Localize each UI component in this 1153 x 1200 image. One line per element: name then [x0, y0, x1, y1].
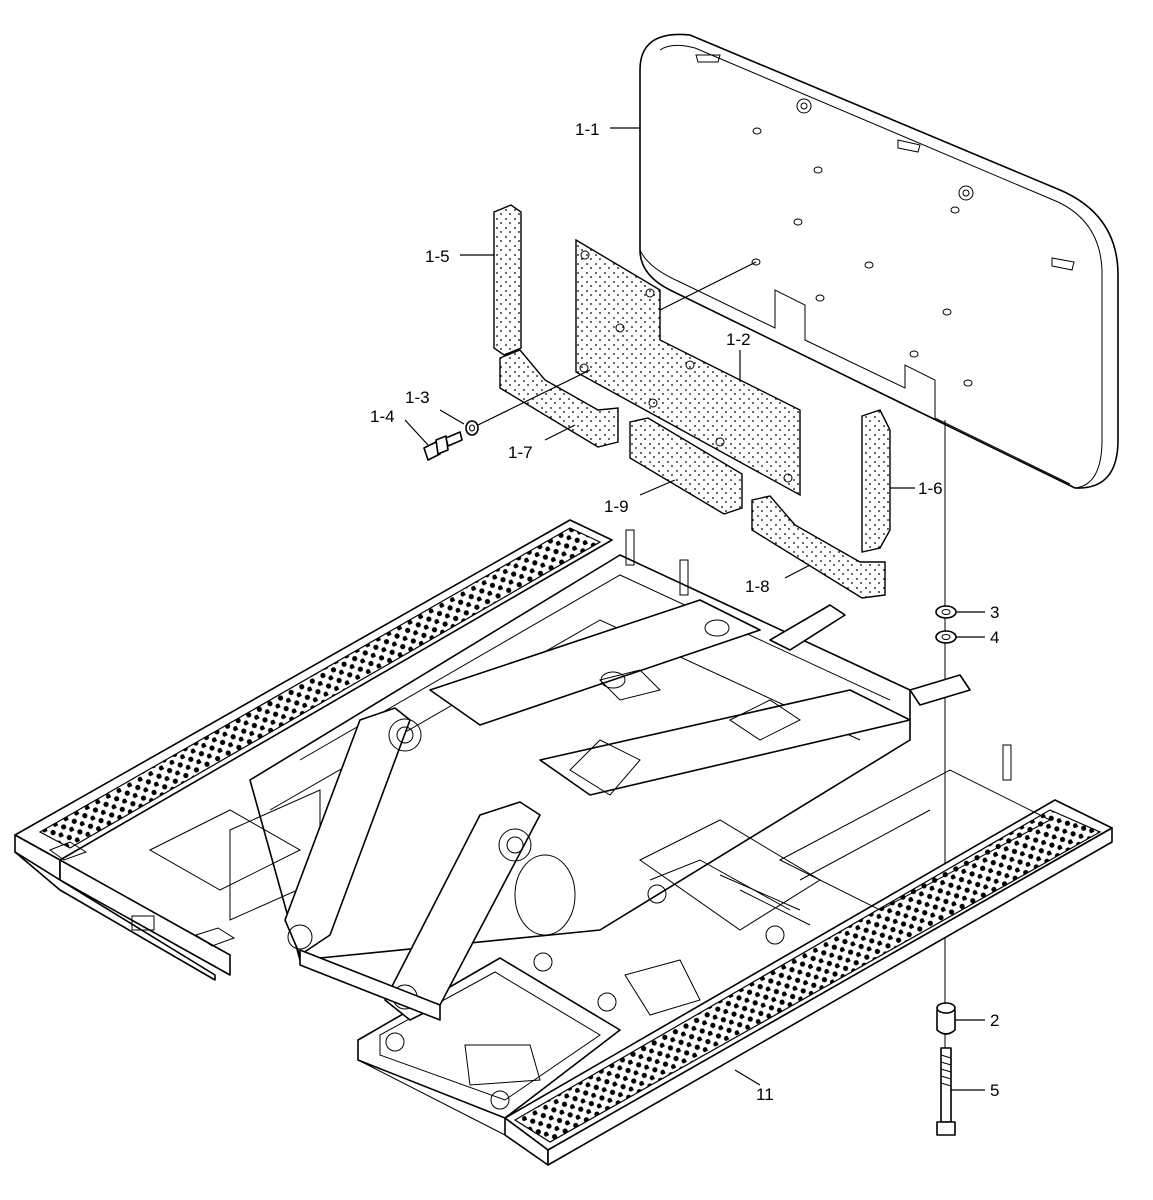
pad-part-1-5: [493, 204, 522, 356]
callout-5: 5: [990, 1081, 999, 1100]
pad-part-1-6: [861, 409, 891, 553]
upper-frame-part-11: [14, 519, 1113, 1166]
callout-1-6: 1-6: [918, 479, 943, 498]
bolt-part-5: [936, 1047, 956, 1136]
washer-part-3: [935, 605, 957, 619]
plate-part-1-2: [575, 238, 801, 497]
block-part-1-9: [629, 417, 743, 515]
callout-3: 3: [990, 603, 999, 622]
callout-1-2: 1-2: [726, 330, 751, 349]
callout-2: 2: [990, 1011, 999, 1030]
bolt-part-1-4: [423, 431, 463, 461]
callout-4: 4: [990, 628, 999, 647]
callout-1-9: 1-9: [604, 497, 629, 516]
pad-part-1-7: [499, 349, 619, 448]
callout-1-7: 1-7: [508, 443, 533, 462]
spacer-part-2: [936, 1002, 956, 1035]
callout-1-8: 1-8: [745, 577, 770, 596]
leader-lines: [404, 127, 985, 1091]
callout-1-1: 1-1: [575, 120, 600, 139]
callout-1-3: 1-3: [405, 388, 430, 407]
callout-1-4: 1-4: [370, 407, 395, 426]
callout-1-5: 1-5: [425, 247, 450, 266]
washer-part-1-3: [465, 420, 479, 436]
washer-part-4: [935, 630, 957, 644]
counterweight-part-1-1: [639, 33, 1119, 489]
pad-part-1-8: [751, 495, 886, 599]
callout-11: 11: [756, 1085, 774, 1104]
